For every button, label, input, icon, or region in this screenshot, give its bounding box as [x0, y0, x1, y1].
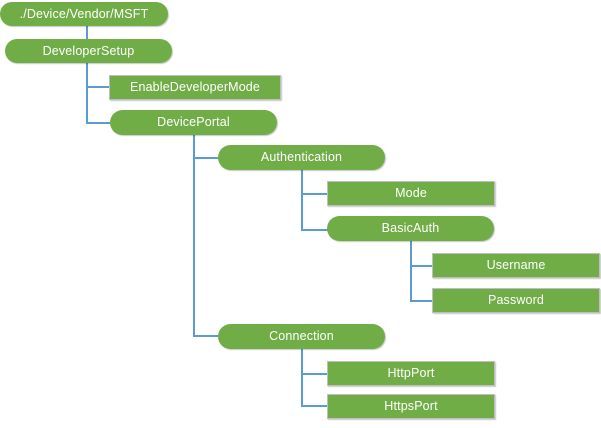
node-httpport[interactable]: HttpPort — [327, 361, 495, 386]
connector-connection-spine — [301, 348, 303, 407]
node-mode[interactable]: Mode — [327, 181, 495, 206]
connector-basicauth-to-username — [410, 265, 433, 267]
connector-developersetup-to-deviceportal — [86, 122, 111, 124]
connector-basicauth-spine — [410, 240, 412, 301]
connector-deviceportal-spine — [193, 134, 195, 337]
connector-root-to-developersetup — [86, 25, 88, 40]
connector-deviceportal-to-auth — [193, 157, 219, 159]
node-username[interactable]: Username — [432, 253, 600, 278]
node-deviceportal[interactable]: DevicePortal — [110, 110, 277, 135]
connector-authentication-to-basicauth — [301, 229, 328, 231]
connector-developersetup-spine — [86, 62, 88, 123]
node-developersetup[interactable]: DeveloperSetup — [5, 39, 172, 63]
node-password[interactable]: Password — [432, 288, 600, 313]
node-basicauth[interactable]: BasicAuth — [327, 216, 494, 241]
node-connection[interactable]: Connection — [218, 324, 385, 349]
connector-basicauth-to-password — [410, 300, 433, 302]
node-enabledevelopermode[interactable]: EnableDeveloperMode — [109, 75, 281, 100]
node-root[interactable]: ./Device/Vendor/MSFT — [0, 2, 168, 26]
connector-authentication-spine — [301, 169, 303, 230]
connector-developersetup-to-enable — [86, 86, 110, 88]
node-authentication[interactable]: Authentication — [218, 145, 385, 170]
connector-authentication-to-mode — [301, 193, 328, 195]
connector-connection-to-httpsport — [301, 405, 328, 407]
connector-connection-to-httpport — [301, 373, 328, 375]
connector-deviceportal-to-connection — [193, 335, 219, 337]
node-httpsport[interactable]: HttpsPort — [327, 394, 495, 419]
